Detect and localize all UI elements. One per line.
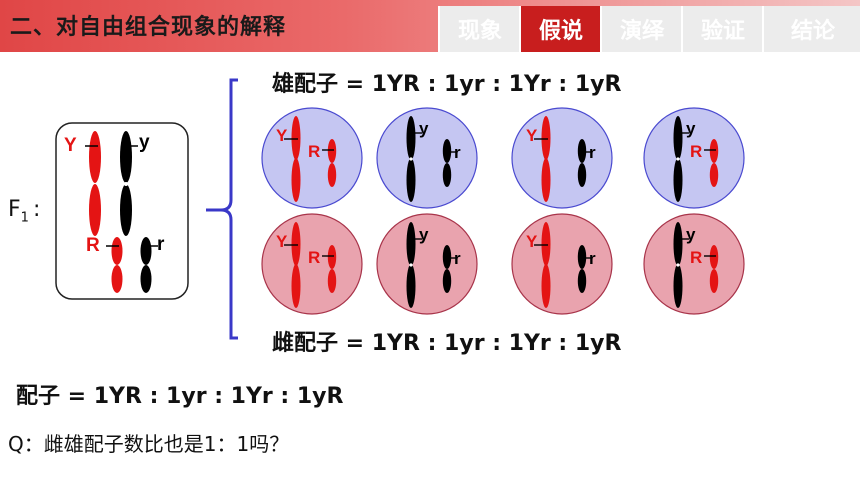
allele-label: y — [419, 225, 429, 244]
short-chromosome — [577, 139, 587, 187]
tab-conclusion[interactable]: 结论 — [762, 6, 860, 52]
short-chromosome — [327, 245, 337, 293]
long-chromosome — [541, 222, 551, 308]
allele-label: y — [686, 225, 696, 244]
allele-label: r — [454, 143, 461, 162]
f1-allele-R: R — [86, 235, 100, 256]
allele-label: R — [690, 142, 702, 161]
short-chromosome — [709, 245, 719, 293]
tab-deduction[interactable]: 演绎 — [600, 6, 682, 52]
male-gamete-cell: yR — [643, 107, 745, 209]
allele-label: R — [308, 142, 320, 161]
f1-chromosome-y — [120, 131, 138, 236]
page-title: 二、对自由组合现象的解释 — [10, 15, 287, 40]
female-gamete-cell: yR — [643, 213, 745, 315]
allele-label: Y — [276, 126, 288, 145]
cell-membrane — [643, 213, 745, 315]
cell-membrane — [376, 107, 478, 209]
long-chromosome — [406, 222, 416, 308]
cell-membrane — [261, 213, 363, 315]
short-chromosome — [709, 139, 719, 187]
allele-label: r — [454, 249, 461, 268]
allele-label: r — [589, 143, 596, 162]
question-text: Q：雌雄配子数比也是1：1吗？ — [8, 432, 290, 456]
tab-verification[interactable]: 验证 — [681, 6, 763, 52]
long-chromosome — [541, 116, 551, 202]
f1-chromosome-R — [106, 237, 123, 293]
long-chromosome — [406, 116, 416, 202]
f1-allele-y: y — [139, 132, 150, 153]
tab-phenomenon[interactable]: 现象 — [438, 6, 520, 52]
long-chromosome — [291, 222, 301, 308]
f1-label: F1: — [8, 197, 41, 226]
short-chromosome — [327, 139, 337, 187]
cell-membrane — [376, 213, 478, 315]
female-gamete-cell: YR — [261, 213, 363, 315]
bracket — [206, 78, 238, 340]
long-chromosome — [673, 222, 683, 308]
allele-label: Y — [526, 232, 538, 251]
cell-membrane — [643, 107, 745, 209]
allele-label: y — [686, 119, 696, 138]
f1-chromosome-Y — [85, 131, 101, 236]
male-gametes-ratio: 雄配子 = 1YR : 1yr : 1Yr : 1yR — [272, 72, 622, 97]
f1-allele-Y: Y — [64, 135, 77, 156]
short-chromosome — [442, 139, 452, 187]
allele-label: Y — [276, 232, 288, 251]
allele-label: R — [308, 248, 320, 267]
male-gamete-cell: YR — [261, 107, 363, 209]
long-chromosome — [291, 116, 301, 202]
allele-label: r — [589, 249, 596, 268]
long-chromosome — [673, 116, 683, 202]
gametes-ratio: 配子 = 1YR : 1yr : 1Yr : 1yR — [16, 384, 344, 409]
cell-membrane — [511, 213, 613, 315]
f1-allele-r: r — [157, 234, 165, 255]
tab-hypothesis[interactable]: 假说 — [519, 6, 601, 52]
male-gamete-cell: Yr — [511, 107, 613, 209]
f1-chromosome-r — [140, 237, 158, 293]
short-chromosome — [442, 245, 452, 293]
cell-membrane — [511, 107, 613, 209]
allele-label: R — [690, 248, 702, 267]
cell-membrane — [261, 107, 363, 209]
allele-label: y — [419, 119, 429, 138]
allele-label: Y — [526, 126, 538, 145]
female-gamete-cell: Yr — [511, 213, 613, 315]
female-gametes-ratio: 雌配子 = 1YR : 1yr : 1Yr : 1yR — [272, 331, 622, 356]
female-gamete-cell: yr — [376, 213, 478, 315]
short-chromosome — [577, 245, 587, 293]
male-gamete-cell: yr — [376, 107, 478, 209]
